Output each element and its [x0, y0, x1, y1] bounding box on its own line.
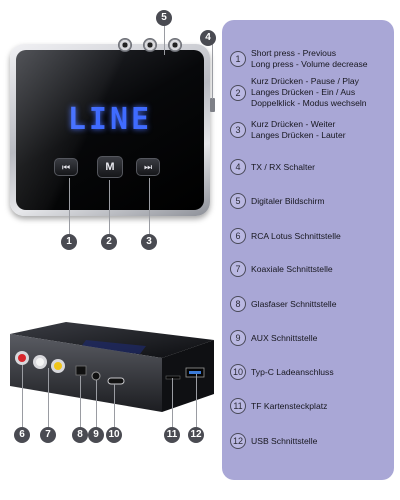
- legend-number: 1: [230, 51, 246, 67]
- legend-text: USB Schnittstelle: [251, 436, 317, 447]
- top-rca-port-middle: [143, 38, 157, 52]
- callout-line-12: [196, 374, 197, 427]
- top-rca-port-right: [168, 38, 182, 52]
- type-c-port: [107, 377, 125, 385]
- marker-12: 12: [188, 427, 204, 443]
- legend-item-1: 1 Short press - Previous Long press - Vo…: [230, 48, 390, 70]
- legend-line: Langes Drücken - Ein / Aus: [251, 87, 356, 97]
- aux-port: [91, 371, 101, 381]
- marker-11: 11: [164, 427, 180, 443]
- legend-text: Kurz Drücken - Pause / Play Langes Drück…: [251, 76, 367, 109]
- legend-line: TX / RX Schalter: [251, 161, 315, 172]
- legend-item-9: 9 AUX Schnittstelle: [230, 330, 390, 346]
- legend-text: Short press - Previous Long press - Volu…: [251, 48, 368, 70]
- legend-number: 10: [230, 364, 246, 380]
- marker-9: 9: [88, 427, 104, 443]
- legend-text: Glasfaser Schnittstelle: [251, 299, 337, 310]
- legend-item-11: 11 TF Kartensteckplatz: [230, 398, 390, 414]
- legend-number: 11: [230, 398, 246, 414]
- legend-item-6: 6 RCA Lotus Schnittstelle: [230, 228, 390, 244]
- legend-item-12: 12 USB Schnittstelle: [230, 433, 390, 449]
- legend-line: Glasfaser Schnittstelle: [251, 298, 337, 309]
- legend-line: Kurz Drücken - Weiter: [251, 119, 336, 129]
- device-screen: LINE: [16, 50, 204, 210]
- legend-line: TF Kartensteckplatz: [251, 400, 328, 411]
- device-front-view: LINE ⏮ M ⏭: [10, 44, 210, 216]
- legend-line: RCA Lotus Schnittstelle: [251, 230, 341, 241]
- usb-port-tongue: [189, 371, 201, 374]
- legend-text: Kurz Drücken - Weiter Langes Drücken - L…: [251, 119, 346, 141]
- legend-line: Long press - Volume decrease: [251, 59, 368, 69]
- marker-10: 10: [106, 427, 122, 443]
- rca-red-port: [18, 354, 26, 362]
- mode-button[interactable]: M: [97, 156, 123, 178]
- legend-item-8: 8 Glasfaser Schnittstelle: [230, 296, 390, 312]
- legend-text: TF Kartensteckplatz: [251, 401, 327, 412]
- legend-item-3: 3 Kurz Drücken - Weiter Langes Drücken -…: [230, 119, 390, 141]
- marker-5: 5: [156, 10, 172, 26]
- legend-number: 6: [230, 228, 246, 244]
- marker-2: 2: [101, 234, 117, 250]
- marker-3: 3: [141, 234, 157, 250]
- marker-1: 1: [61, 234, 77, 250]
- legend-line: USB Schnittstelle: [251, 435, 318, 446]
- legend-text: Koaxiale Schnittstelle: [251, 264, 333, 275]
- legend-line: Digitaler Bildschirm: [251, 195, 325, 206]
- legend-item-10: 10 Typ-C Ladeanschluss: [230, 364, 390, 380]
- legend-text: Digitaler Bildschirm: [251, 196, 325, 207]
- legend-number: 9: [230, 330, 246, 346]
- legend-text: TX / RX Schalter: [251, 162, 315, 173]
- callout-line-4: [212, 43, 213, 99]
- legend-text: Typ-C Ladeanschluss: [251, 367, 334, 378]
- callout-line-6: [22, 365, 23, 427]
- top-rca-port-left: [118, 38, 132, 52]
- previous-button[interactable]: ⏮: [54, 158, 78, 176]
- device-top-screen: [80, 340, 146, 354]
- legend-item-7: 7 Koaxiale Schnittstelle: [230, 261, 390, 277]
- marker-7: 7: [40, 427, 56, 443]
- legend-item-2: 2 Kurz Drücken - Pause / Play Langes Drü…: [230, 76, 390, 109]
- legend-item-4: 4 TX / RX Schalter: [230, 159, 390, 175]
- legend-line: Koaxiale Schnittstelle: [251, 263, 333, 274]
- legend-number: 5: [230, 193, 246, 209]
- device-top-surface: [10, 322, 214, 358]
- callout-line-1: [69, 178, 70, 234]
- legend-line: Typ-C Ladeanschluss: [251, 366, 334, 377]
- callout-line-7: [48, 368, 49, 427]
- callout-line-10: [114, 384, 115, 427]
- marker-4: 4: [200, 30, 216, 46]
- legend-number: 4: [230, 159, 246, 175]
- legend-line: Doppelklick - Modus wechseln: [251, 98, 367, 108]
- optical-port: [75, 365, 87, 376]
- callout-line-11: [172, 378, 173, 427]
- legend-number: 12: [230, 433, 246, 449]
- callout-line-2: [109, 180, 110, 234]
- legend-number: 8: [230, 296, 246, 312]
- callout-line-8: [80, 376, 81, 427]
- marker-8: 8: [72, 427, 88, 443]
- legend-item-5: 5 Digitaler Bildschirm: [230, 193, 390, 209]
- legend-line: Langes Drücken - Lauter: [251, 130, 346, 140]
- callout-line-3: [149, 178, 150, 234]
- legend-number: 2: [230, 84, 246, 101]
- tx-rx-switch[interactable]: [210, 98, 215, 112]
- coax-port: [54, 362, 62, 370]
- digital-display-text: LINE: [67, 102, 153, 137]
- legend-number: 7: [230, 261, 246, 277]
- legend-text: RCA Lotus Schnittstelle: [251, 231, 341, 242]
- legend-text: AUX Schnittstelle: [251, 333, 317, 344]
- legend-line: Short press - Previous: [251, 48, 337, 58]
- legend-line: AUX Schnittstelle: [251, 332, 318, 343]
- next-button[interactable]: ⏭: [136, 158, 160, 176]
- rca-white-port: [36, 358, 44, 366]
- legend-number: 3: [230, 122, 246, 138]
- marker-6: 6: [14, 427, 30, 443]
- device-rear-view: [10, 322, 214, 412]
- legend-panel: 1 Short press - Previous Long press - Vo…: [222, 20, 394, 480]
- tf-card-slot: [165, 375, 181, 380]
- legend-line: Kurz Drücken - Pause / Play: [251, 76, 359, 86]
- callout-line-5: [164, 25, 165, 55]
- callout-line-9: [96, 380, 97, 427]
